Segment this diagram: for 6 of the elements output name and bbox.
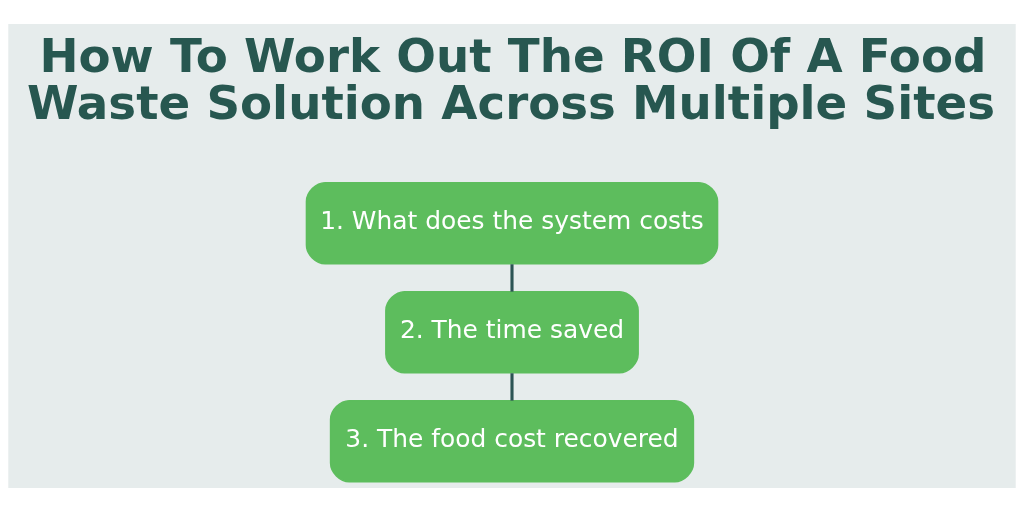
- connector: [510, 263, 514, 292]
- node-box: 3. The food cost recovered: [329, 399, 695, 483]
- connector: [510, 372, 514, 401]
- node-box: 2. The time saved: [385, 290, 639, 374]
- diagram-title: How To Work Out The ROI Of A Food Waste Solution Across Multiple Sites: [26, 28, 996, 130]
- node-box: 1. What does the system costs: [305, 181, 719, 265]
